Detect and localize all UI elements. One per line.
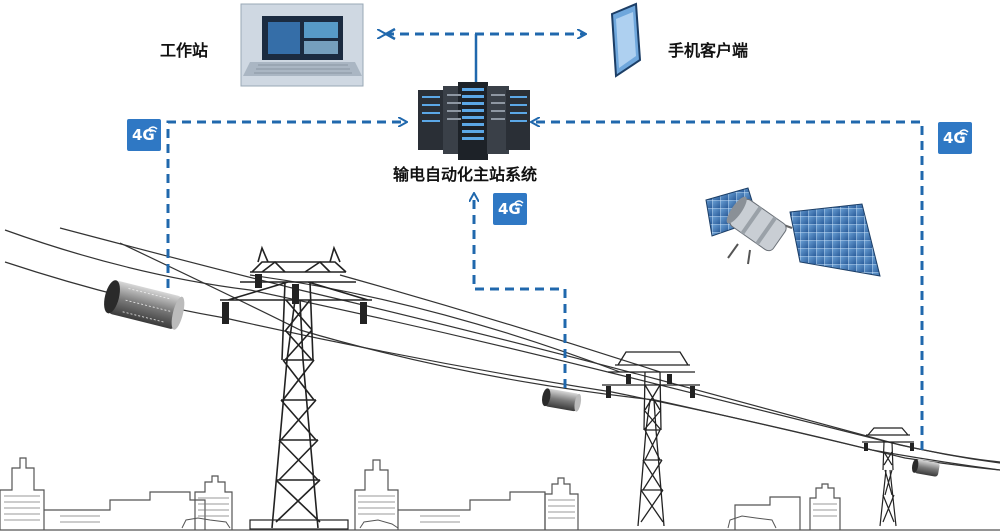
line-monitor-device-1	[104, 280, 185, 330]
transmission-tower-small	[862, 427, 914, 527]
workstation-label: 工作站	[160, 41, 209, 60]
line-monitor-device-2	[542, 388, 582, 412]
4g-badge-center-label: 4G	[498, 200, 521, 218]
server-rack-icon	[418, 82, 530, 160]
communication-links	[166, 34, 924, 450]
signal-icon	[959, 129, 969, 136]
signal-icon	[514, 200, 524, 207]
mobile-phone-icon	[610, 2, 642, 78]
insulators-tower-medium	[606, 374, 695, 398]
4g-badge-left-label: 4G	[132, 126, 155, 144]
satellite-icon	[705, 187, 881, 277]
vehicles	[181, 515, 777, 529]
workstation-image	[240, 3, 364, 87]
link-right-device	[532, 122, 924, 450]
insulators-tower-large	[222, 274, 367, 324]
line-monitor-device-3	[911, 459, 940, 477]
link-left-device	[166, 122, 406, 288]
transmission-tower-medium	[602, 351, 700, 527]
4g-badge-left: 4G	[127, 119, 161, 151]
4g-badge-center: 4G	[493, 193, 527, 225]
master-station-label: 输电自动化主站系统	[393, 165, 538, 184]
signal-icon	[148, 126, 158, 133]
mobile-client-label: 手机客户端	[668, 41, 749, 60]
transmission-tower-large	[220, 245, 372, 529]
4g-badge-right-label: 4G	[943, 129, 966, 147]
link-center-device	[474, 194, 567, 388]
city-skyline	[0, 457, 841, 530]
4g-badge-right: 4G	[938, 122, 972, 154]
